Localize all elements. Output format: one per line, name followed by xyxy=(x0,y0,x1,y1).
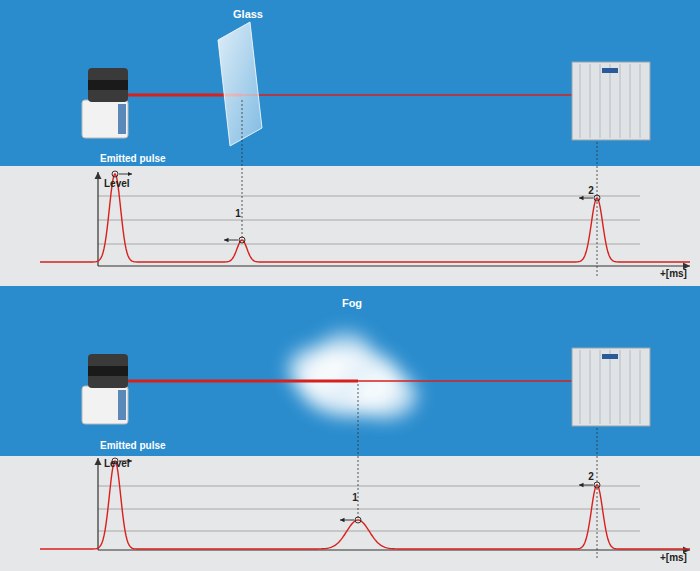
ground xyxy=(0,456,700,571)
container xyxy=(580,350,640,424)
ground xyxy=(0,0,700,166)
peak-marker xyxy=(579,198,593,199)
container xyxy=(580,64,640,138)
leader-line xyxy=(358,384,597,558)
pulse-label: Emitted pulse xyxy=(100,440,166,451)
grid-line xyxy=(98,486,640,531)
scanner-device xyxy=(88,354,128,388)
callout-number: 2 xyxy=(588,471,594,482)
signal-curve xyxy=(40,174,690,262)
callout-number: 1 xyxy=(352,492,358,503)
grid-line xyxy=(98,486,640,487)
scene-title: Fog xyxy=(342,297,362,309)
peak-marker xyxy=(579,485,593,486)
axis-label: +[ms] xyxy=(660,552,687,563)
peak-marker xyxy=(340,520,354,521)
callout-number: 1 xyxy=(235,208,241,219)
scanner-device xyxy=(118,104,126,134)
peak-marker xyxy=(594,195,600,201)
grid-line xyxy=(98,196,640,197)
container xyxy=(602,354,618,359)
scanner-device xyxy=(118,390,126,420)
pulse-label: Emitted pulse xyxy=(100,153,166,164)
signal-curve xyxy=(40,461,690,549)
peak-marker xyxy=(112,458,600,523)
scanner-device xyxy=(88,366,128,376)
container xyxy=(572,62,650,140)
scanner-device xyxy=(88,80,128,90)
container xyxy=(572,62,650,140)
laser-beam xyxy=(358,380,575,382)
leader-line xyxy=(242,100,597,276)
laser-beam xyxy=(128,380,358,383)
fog-cloud xyxy=(319,332,371,368)
glass-pane xyxy=(218,22,262,146)
axis-label: Level xyxy=(104,458,130,469)
container xyxy=(572,348,650,426)
grid-line xyxy=(98,196,640,244)
peak-marker xyxy=(112,171,118,177)
scanner-device xyxy=(82,386,128,424)
scanner-device xyxy=(88,68,128,102)
scanner-device xyxy=(82,68,128,138)
axis xyxy=(97,172,98,266)
glass-pane xyxy=(218,22,262,146)
grid-line xyxy=(98,244,640,245)
scanner-device xyxy=(82,354,128,424)
grid-line xyxy=(98,220,640,221)
laser-beam xyxy=(128,381,575,382)
leader-line xyxy=(597,428,598,558)
laser-beam xyxy=(242,94,575,96)
scene-title: Glass xyxy=(233,8,263,20)
leader-line xyxy=(242,100,243,238)
peak-marker xyxy=(224,240,238,241)
peak-marker xyxy=(594,482,600,488)
axis-label: Level xyxy=(104,178,130,189)
axis xyxy=(98,172,690,266)
axis-label: +[ms] xyxy=(660,268,687,279)
ground xyxy=(0,286,700,456)
container xyxy=(572,348,650,426)
peak-marker xyxy=(239,237,245,243)
laser-beam xyxy=(128,95,575,96)
peak-marker xyxy=(355,517,361,523)
peak-marker xyxy=(112,171,600,243)
fog-cloud xyxy=(288,332,417,419)
scanner-device xyxy=(82,100,128,138)
leader-line xyxy=(597,142,598,276)
grid-line xyxy=(98,509,640,510)
fog-cloud xyxy=(353,371,417,419)
axis xyxy=(97,458,98,550)
peak-marker xyxy=(119,174,132,175)
ground xyxy=(0,166,700,286)
axis xyxy=(98,265,690,266)
container xyxy=(602,68,618,73)
callout-number: 2 xyxy=(588,185,594,196)
